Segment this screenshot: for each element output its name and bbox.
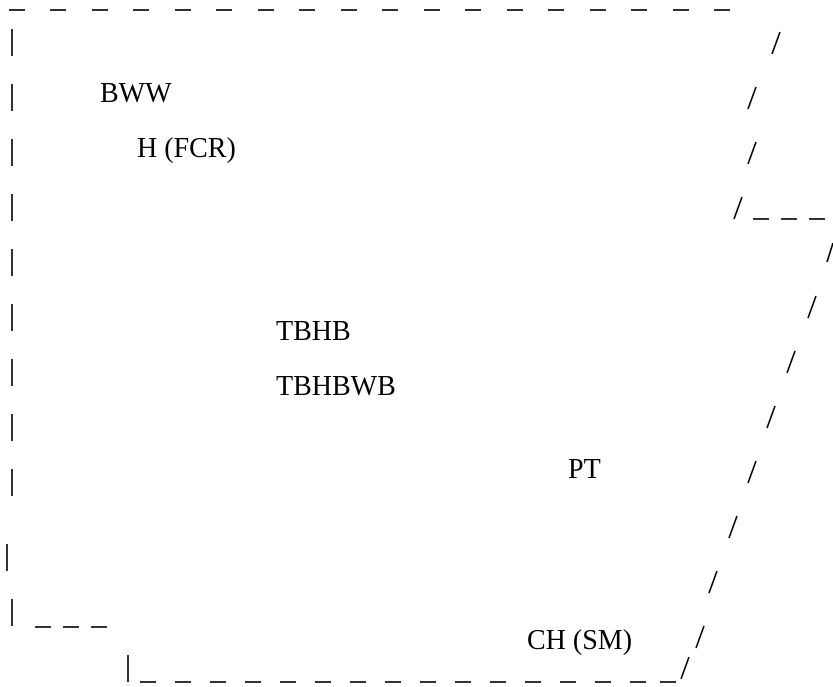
lower-right-slash-edge (680, 242, 833, 680)
bottom-left-notch (35, 626, 129, 682)
label-bww: BWW (100, 78, 172, 109)
label-ch-sm: CH (SM) (527, 625, 633, 656)
label-pt: PT (568, 454, 601, 485)
label-tbhb: TBHB (276, 316, 351, 347)
upper-right-slash-edge (733, 31, 781, 220)
left-dashed-edge (6, 29, 13, 626)
label-tbhbwb: TBHBWB (276, 371, 396, 402)
label-h-fcr: H (FCR) (137, 133, 236, 164)
